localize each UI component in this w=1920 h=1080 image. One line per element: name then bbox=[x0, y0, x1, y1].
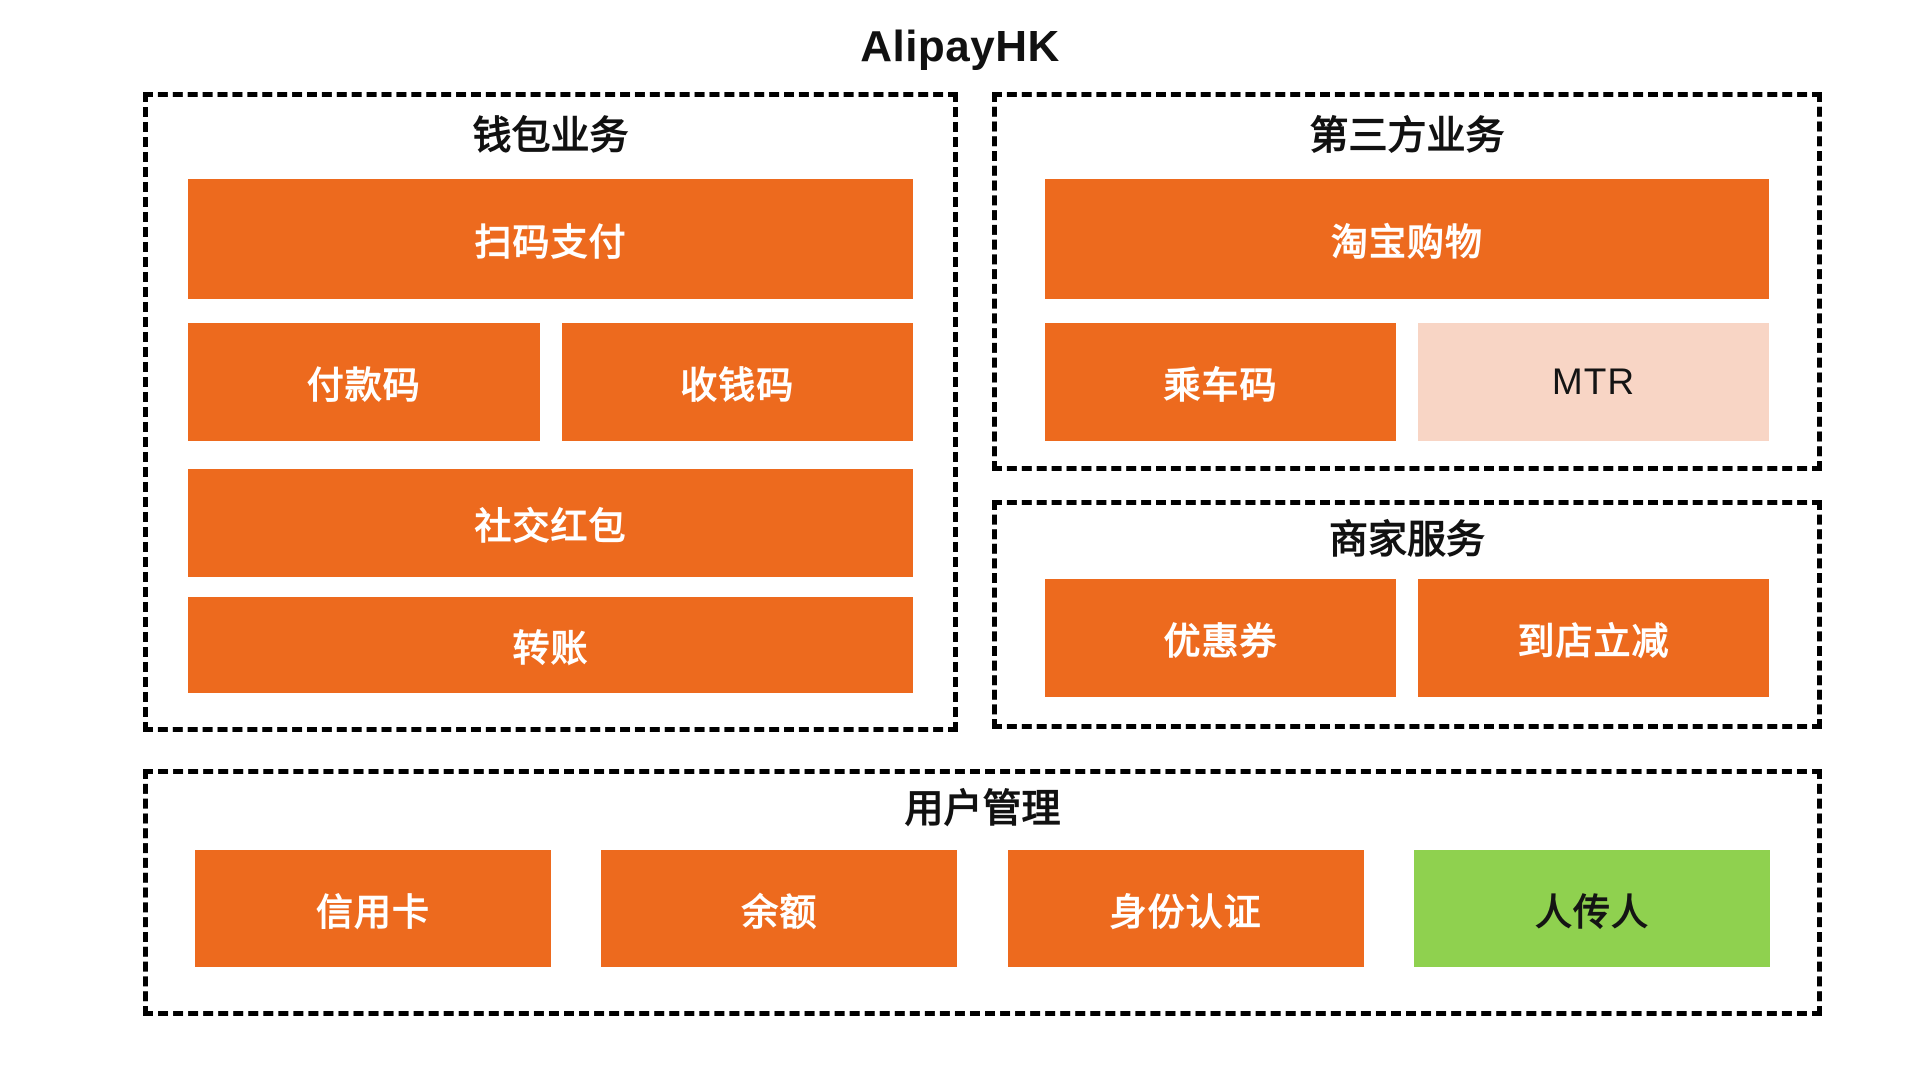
node-ride-code: 乘车码 bbox=[1045, 323, 1396, 441]
node-balance: 余额 bbox=[601, 850, 958, 967]
group-user-management-title: 用户管理 bbox=[904, 788, 1061, 831]
third-party-transit-row: 乘车码 MTR bbox=[1045, 323, 1769, 441]
node-scan-pay: 扫码支付 bbox=[188, 179, 913, 299]
group-third-party-title: 第三方业务 bbox=[1309, 115, 1505, 158]
merchant-row: 优惠券 到店立减 bbox=[1045, 579, 1769, 697]
user-management-row: 信用卡 余额 身份认证 人传人 bbox=[195, 850, 1770, 967]
node-social-red-packet: 社交红包 bbox=[188, 469, 913, 577]
node-taobao-shopping: 淘宝购物 bbox=[1045, 179, 1769, 299]
group-third-party: 第三方业务 淘宝购物 乘车码 MTR bbox=[992, 92, 1822, 471]
group-wallet-title: 钱包业务 bbox=[472, 115, 629, 158]
group-user-management: 用户管理 信用卡 余额 身份认证 人传人 bbox=[143, 769, 1822, 1016]
node-identity-verification: 身份认证 bbox=[1007, 850, 1364, 967]
diagram-title: AlipayHK bbox=[860, 22, 1060, 71]
node-credit-card: 信用卡 bbox=[195, 850, 551, 967]
wallet-codes-row: 付款码 收钱码 bbox=[188, 323, 913, 441]
group-merchant-services-title: 商家服务 bbox=[1328, 519, 1485, 562]
group-merchant-services: 商家服务 优惠券 到店立减 bbox=[992, 500, 1822, 729]
node-instore-discount: 到店立减 bbox=[1418, 579, 1769, 697]
group-wallet: 钱包业务 扫码支付 付款码 收钱码 社交红包 转账 bbox=[143, 92, 958, 732]
node-receive-code: 收钱码 bbox=[561, 323, 913, 441]
node-mtr: MTR bbox=[1418, 323, 1769, 441]
node-transfer: 转账 bbox=[188, 597, 913, 693]
node-payment-code: 付款码 bbox=[188, 323, 540, 441]
node-coupon: 优惠券 bbox=[1045, 579, 1396, 697]
node-person-to-person: 人传人 bbox=[1413, 850, 1770, 967]
